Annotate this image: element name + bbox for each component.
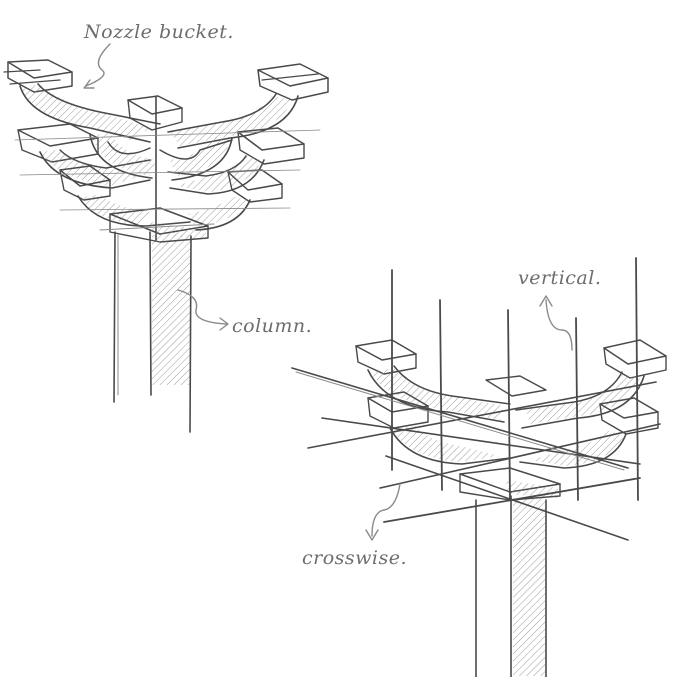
- column-shaft: [113, 231, 192, 433]
- left-bracket-sketch: [3, 43, 329, 433]
- right-nozzle-bucket: [355, 339, 667, 501]
- vertical-arrow: [539, 295, 573, 351]
- column-arrow: [177, 289, 229, 331]
- vertical-guides: [391, 257, 639, 501]
- crosswise-arrow: [365, 483, 401, 541]
- nozzle-bucket: [3, 59, 329, 243]
- nozzle-bucket-label: Nozzle bucket.: [83, 21, 234, 43]
- crosswise-guides: [291, 367, 661, 541]
- right-column-shaft: [475, 495, 547, 677]
- column-label: column.: [232, 315, 312, 337]
- crosswise-label: crosswise.: [302, 547, 407, 569]
- right-bracket-sketch: [291, 257, 667, 677]
- nozzle-bucket-arrow: [83, 43, 111, 89]
- vertical-label: vertical.: [518, 267, 601, 289]
